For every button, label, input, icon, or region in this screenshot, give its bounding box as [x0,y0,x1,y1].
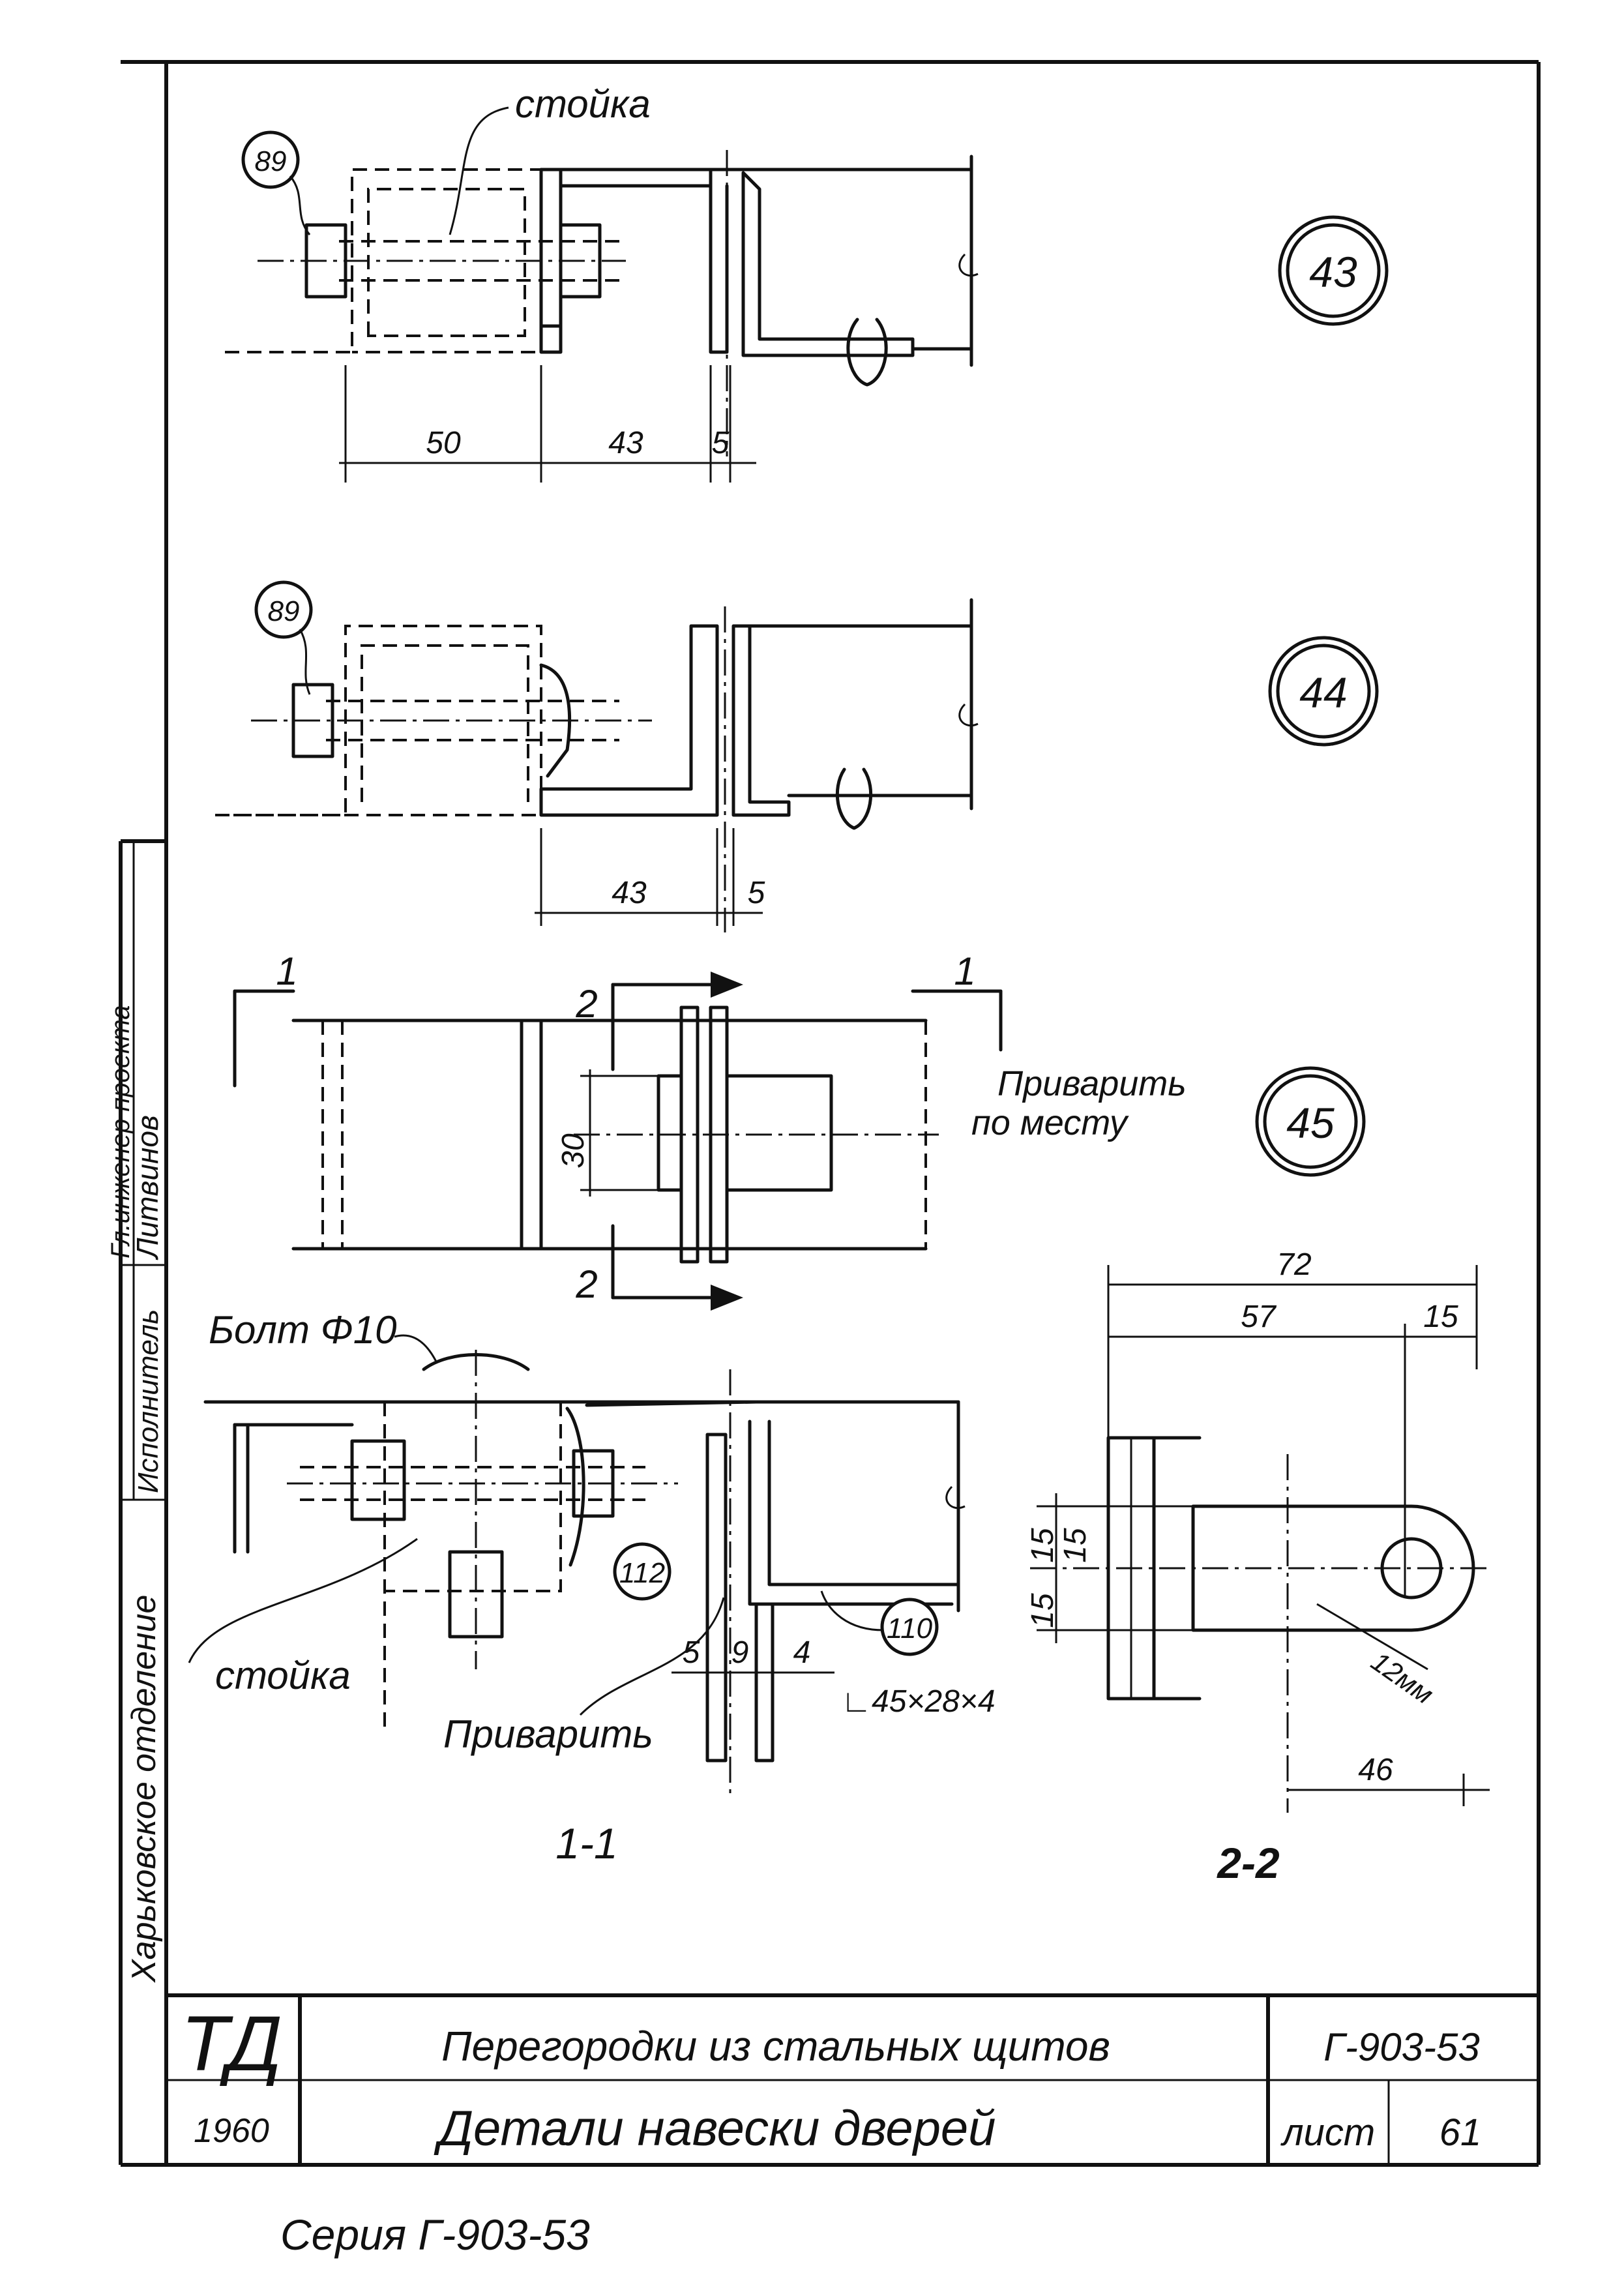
callout-110: 110 [887,1613,933,1644]
callout-89-b: 89 [268,595,300,627]
dim-1-1-b: 9 [731,1635,749,1670]
dim-1-1-c: 4 [793,1635,811,1670]
callout-112: 112 [619,1557,665,1589]
label-weld: Приварить [443,1712,653,1756]
title-line2: Детали навески дверей [434,2101,996,2156]
dim-44-b: 5 [748,876,765,910]
dim-2-2-a: 57 [1241,1300,1277,1334]
section-1-1: 5 9 4 Болт Φ10 стойка 112 110 Приварить … [188,1308,996,1868]
dim-45: 30 [556,1133,591,1168]
detail-44: 43 5 89 44 [215,580,1379,932]
side-name: Литвинов [130,1115,164,1260]
mark-44: 44 [1299,668,1347,717]
sheet-number: 61 [1439,2111,1482,2154]
side-role: Исполнитель [132,1309,164,1493]
year: 1960 [194,2112,269,2150]
dim-2-2-b: 15 [1423,1300,1458,1334]
dim-2-2-v1: 15 [1026,1528,1060,1563]
sec-1-left: 1 [276,949,297,993]
drawing-code: Г-903-53 [1323,2025,1479,2069]
callout-89-a: 89 [255,145,287,177]
detail-43: 50 43 5 89 стойка 43 [225,82,1389,483]
weld-note-1: Приварить [997,1064,1187,1103]
series-footer: Серия Г-903-53 [280,2210,590,2259]
sec-2-bottom: 2 [575,1262,597,1306]
side-top-role: Гл.инженер проекта [106,1005,135,1258]
label-stoyka-43: стойка [515,82,651,126]
dim-2-2-bottom: 46 [1358,1753,1393,1787]
label-stoyka-1-1: стойка [215,1654,351,1697]
logo: ТД [181,2000,282,2087]
title-line1: Перегородки из стальных щитов [441,2023,1110,2070]
section-2-2: 72 57 15 15 15 15 12мм 46 2-2 [1026,1247,1490,1887]
sec-1-right: 1 [954,949,975,993]
mark-43: 43 [1309,248,1357,296]
dim-43-b: 43 [608,426,643,460]
weld-note-2: по месту [971,1103,1129,1142]
mark-45: 45 [1286,1099,1335,1147]
side-strip: Литвинов Исполнитель Гл.инженер проекта … [106,839,166,1983]
dim-43-c: 5 [712,426,730,460]
sec-2-top: 2 [575,982,597,1026]
dim-2-2-v3: 15 [1026,1593,1060,1628]
dim-2-2-total: 72 [1277,1247,1311,1282]
dim-2-2-v2: 15 [1058,1528,1093,1563]
label-bolt: Болт Φ10 [209,1308,397,1352]
title-2-2: 2-2 [1216,1839,1280,1887]
label-angle: ∟45×28×4 [841,1684,996,1719]
side-org: Харьковское отделение [125,1595,163,1983]
detail-45: 30 1 1 2 2 Приварить по месту 45 [233,949,1366,1311]
title-block: ТД 1960 Перегородки из стальных щитов Де… [166,1993,1539,2165]
dim-44-a: 43 [612,876,647,910]
drawing-frame [119,60,1541,2167]
dim-43-a: 50 [426,426,461,460]
sheet-label: лист [1280,2111,1375,2154]
title-1-1: 1-1 [555,1819,617,1868]
